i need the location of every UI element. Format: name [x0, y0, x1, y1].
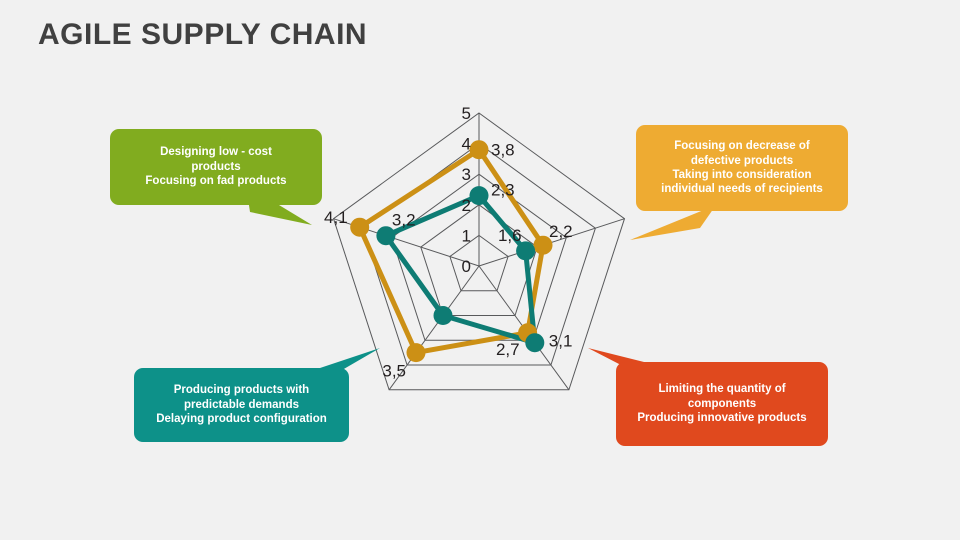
- callout-tail-orange: [630, 205, 716, 240]
- data-point-0-4: [350, 217, 370, 237]
- callout-tails: [246, 185, 716, 384]
- axis-tick-2: 2: [462, 196, 471, 215]
- value-label-0-2: 2,7: [496, 340, 520, 359]
- data-point-1-4: [376, 226, 396, 246]
- axis-tick-4: 4: [462, 135, 471, 154]
- data-point-0-0: [469, 140, 489, 160]
- value-label-1-2: 3,1: [549, 332, 573, 351]
- value-label-1-1: 1,6: [498, 226, 522, 245]
- radar-value-labels: 3,8 2,2 2,7 3,5 4,1 2,3 1,6 3,1 3,2: [324, 141, 573, 381]
- data-point-0-3: [406, 343, 426, 363]
- grid-ring-2: [420, 204, 538, 316]
- page-title: AGILE SUPPLY CHAIN: [38, 18, 368, 51]
- data-point-1-1: [516, 241, 536, 261]
- axis-tick-0: 0: [462, 257, 471, 276]
- grid-ring-5: [332, 112, 626, 391]
- axis-tick-1: 1: [462, 226, 471, 245]
- value-label-0-4: 4,1: [324, 208, 348, 227]
- value-label-0-1: 2,2: [549, 222, 573, 241]
- data-point-1-2: [525, 333, 545, 353]
- data-point-1-0: [469, 186, 489, 206]
- axis-spoke-3: [388, 265, 480, 391]
- value-label-1-0: 2,3: [491, 181, 515, 200]
- grid-ring-1: [449, 234, 509, 292]
- data-point-0-1: [533, 235, 553, 255]
- data-point-1-3: [433, 306, 453, 325]
- series-polygon-1: [383, 193, 538, 346]
- value-label-1-4: 3,2: [392, 211, 416, 230]
- value-label-0-3: 3,5: [382, 362, 406, 381]
- axis-tick-5: 5: [462, 104, 471, 123]
- radar-series: [357, 147, 546, 356]
- series-polygon-0: [357, 147, 546, 356]
- radar-tick-labels: 0 1 2 3 4 5: [462, 104, 471, 276]
- axis-tick-3: 3: [462, 165, 471, 184]
- radar-markers: [350, 140, 553, 363]
- value-label-0-0: 3,8: [491, 141, 515, 160]
